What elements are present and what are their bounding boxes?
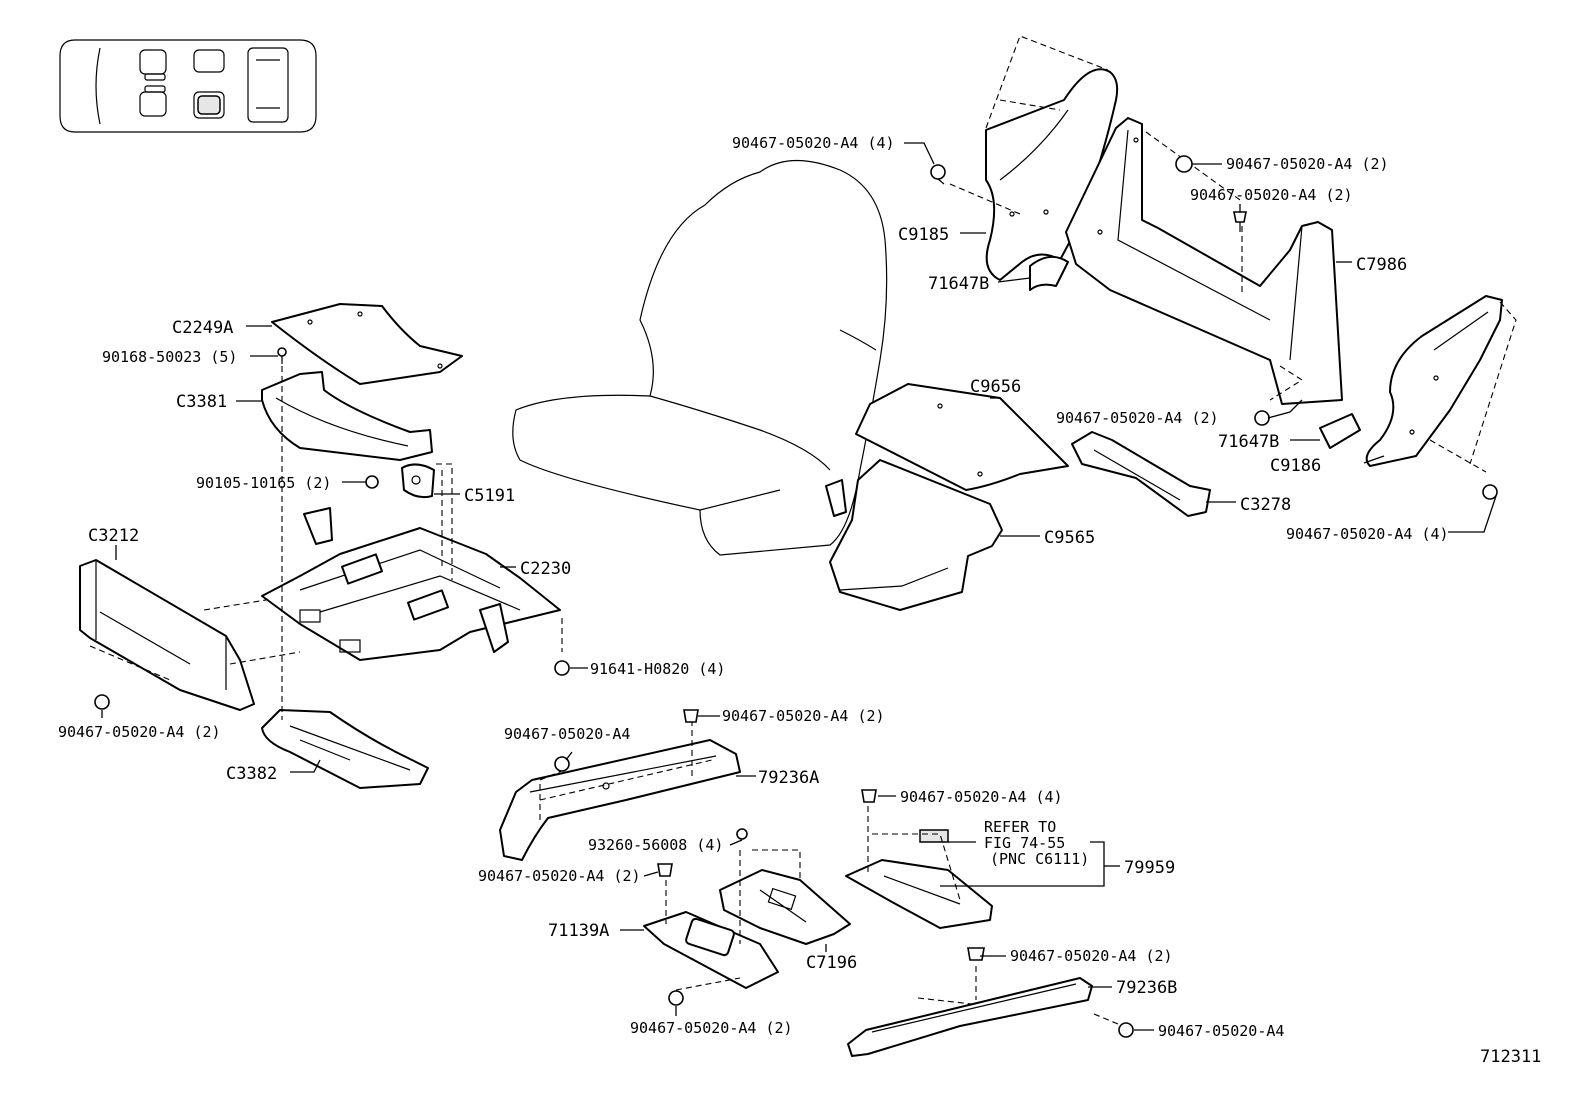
part-c3212 bbox=[79, 559, 255, 711]
callout-labels: 90467-05020-A4 (4) 90467-05020-A4 (2) 90… bbox=[58, 134, 1541, 1067]
part-71139a bbox=[643, 911, 779, 989]
figure-id: 712311 bbox=[1480, 1047, 1541, 1067]
label-c2249a: C2249A bbox=[172, 318, 233, 338]
part-c2230 bbox=[261, 507, 561, 661]
part-71647b-top bbox=[1029, 255, 1069, 291]
label-c5191: C5191 bbox=[464, 486, 515, 506]
bolt-icon bbox=[930, 164, 946, 185]
part-71647b-right bbox=[1319, 413, 1361, 449]
label-71647b-right: 71647B bbox=[1218, 432, 1279, 452]
part-c7986 bbox=[1065, 117, 1343, 405]
screw-icon bbox=[277, 347, 287, 364]
label-79236a: 79236A bbox=[758, 768, 819, 788]
part-79959 bbox=[845, 829, 993, 929]
bolt-icon bbox=[668, 990, 684, 1006]
part-c9565 bbox=[825, 459, 1003, 611]
part-c3382 bbox=[261, 709, 429, 789]
label-bolt-90168: 90168-50023 (5) bbox=[102, 348, 237, 366]
clip-icon bbox=[967, 947, 985, 961]
refer-line-1: REFER TO bbox=[984, 818, 1056, 836]
seat-outline bbox=[512, 159, 888, 556]
clip-icon bbox=[94, 694, 110, 710]
label-c3381: C3381 bbox=[176, 392, 227, 412]
part-79236b bbox=[847, 977, 1093, 1057]
screw-icon bbox=[736, 828, 748, 840]
part-c3381 bbox=[261, 371, 433, 461]
label-bolt-79236a-top: 90467-05020-A4 (2) bbox=[722, 707, 885, 725]
label-c3212: C3212 bbox=[88, 526, 139, 546]
label-c3382: C3382 bbox=[226, 764, 277, 784]
refer-line-3: (PNC C6111) bbox=[990, 850, 1089, 868]
bolt-icon bbox=[365, 475, 379, 489]
label-bolt-93260: 93260-56008 (4) bbox=[588, 836, 723, 854]
label-bolt-c3212: 90467-05020-A4 (2) bbox=[58, 723, 221, 741]
clip-icon bbox=[1118, 1022, 1134, 1038]
part-79236a bbox=[499, 739, 741, 861]
part-c9656 bbox=[855, 383, 1069, 491]
label-79959: 79959 bbox=[1124, 858, 1175, 878]
label-79236b: 79236B bbox=[1116, 978, 1177, 998]
label-c2230: C2230 bbox=[520, 559, 571, 579]
label-bolt-top-right-1: 90467-05020-A4 (2) bbox=[1226, 155, 1389, 173]
bolt-icon bbox=[554, 756, 570, 772]
vehicle-locator-inset bbox=[59, 39, 317, 133]
bolt-icon bbox=[554, 660, 570, 676]
clip-icon bbox=[1482, 484, 1498, 500]
label-71139a: 71139A bbox=[548, 921, 609, 941]
label-c9565: C9565 bbox=[1044, 528, 1095, 548]
label-c7986: C7986 bbox=[1356, 255, 1407, 275]
clip-icon bbox=[861, 789, 877, 803]
label-c7196: C7196 bbox=[806, 953, 857, 973]
label-bolt-71139a-bottom: 90467-05020-A4 (2) bbox=[630, 1019, 793, 1037]
label-bolt-71139a-top: 90467-05020-A4 (2) bbox=[478, 867, 641, 885]
label-bolt-79959: 90467-05020-A4 (4) bbox=[900, 788, 1063, 806]
label-c9186: C9186 bbox=[1270, 456, 1321, 476]
clip-icon bbox=[683, 709, 699, 723]
label-bolt-91641: 91641-H0820 (4) bbox=[590, 660, 725, 678]
fasteners bbox=[94, 155, 1498, 1038]
label-71647b-top: 71647B bbox=[928, 274, 989, 294]
part-c7196 bbox=[719, 869, 851, 945]
label-bolt-90105: 90105-10165 (2) bbox=[196, 474, 331, 492]
label-bolt-79236b-top: 90467-05020-A4 (2) bbox=[1010, 947, 1173, 965]
part-c3278 bbox=[1071, 431, 1211, 517]
label-bolt-mid-right-2: 90467-05020-A4 (4) bbox=[1286, 525, 1449, 543]
refer-line-2: FIG 74-55 bbox=[984, 834, 1065, 852]
leader-lines bbox=[101, 142, 1497, 1031]
label-bolt-79236b-right: 90467-05020-A4 bbox=[1158, 1022, 1284, 1040]
label-c3278: C3278 bbox=[1240, 495, 1291, 515]
label-c9656: C9656 bbox=[970, 377, 1021, 397]
label-c9185: C9185 bbox=[898, 225, 949, 245]
label-bolt-79236a-left: 90467-05020-A4 bbox=[504, 725, 630, 743]
clip-icon bbox=[657, 863, 673, 877]
label-bolt-mid-right-1: 90467-05020-A4 (2) bbox=[1056, 409, 1219, 427]
clip-icon bbox=[1175, 155, 1193, 173]
part-c9186 bbox=[1365, 295, 1503, 467]
part-c5191 bbox=[401, 463, 435, 499]
label-bolt-top-right-2: 90467-05020-A4 (2) bbox=[1190, 186, 1353, 204]
alignment-lines bbox=[89, 35, 1517, 1025]
clip-icon bbox=[1254, 410, 1270, 426]
part-c2249a bbox=[271, 303, 463, 385]
clip-icon bbox=[1233, 211, 1247, 232]
label-bolt-top-left: 90467-05020-A4 (4) bbox=[732, 134, 895, 152]
